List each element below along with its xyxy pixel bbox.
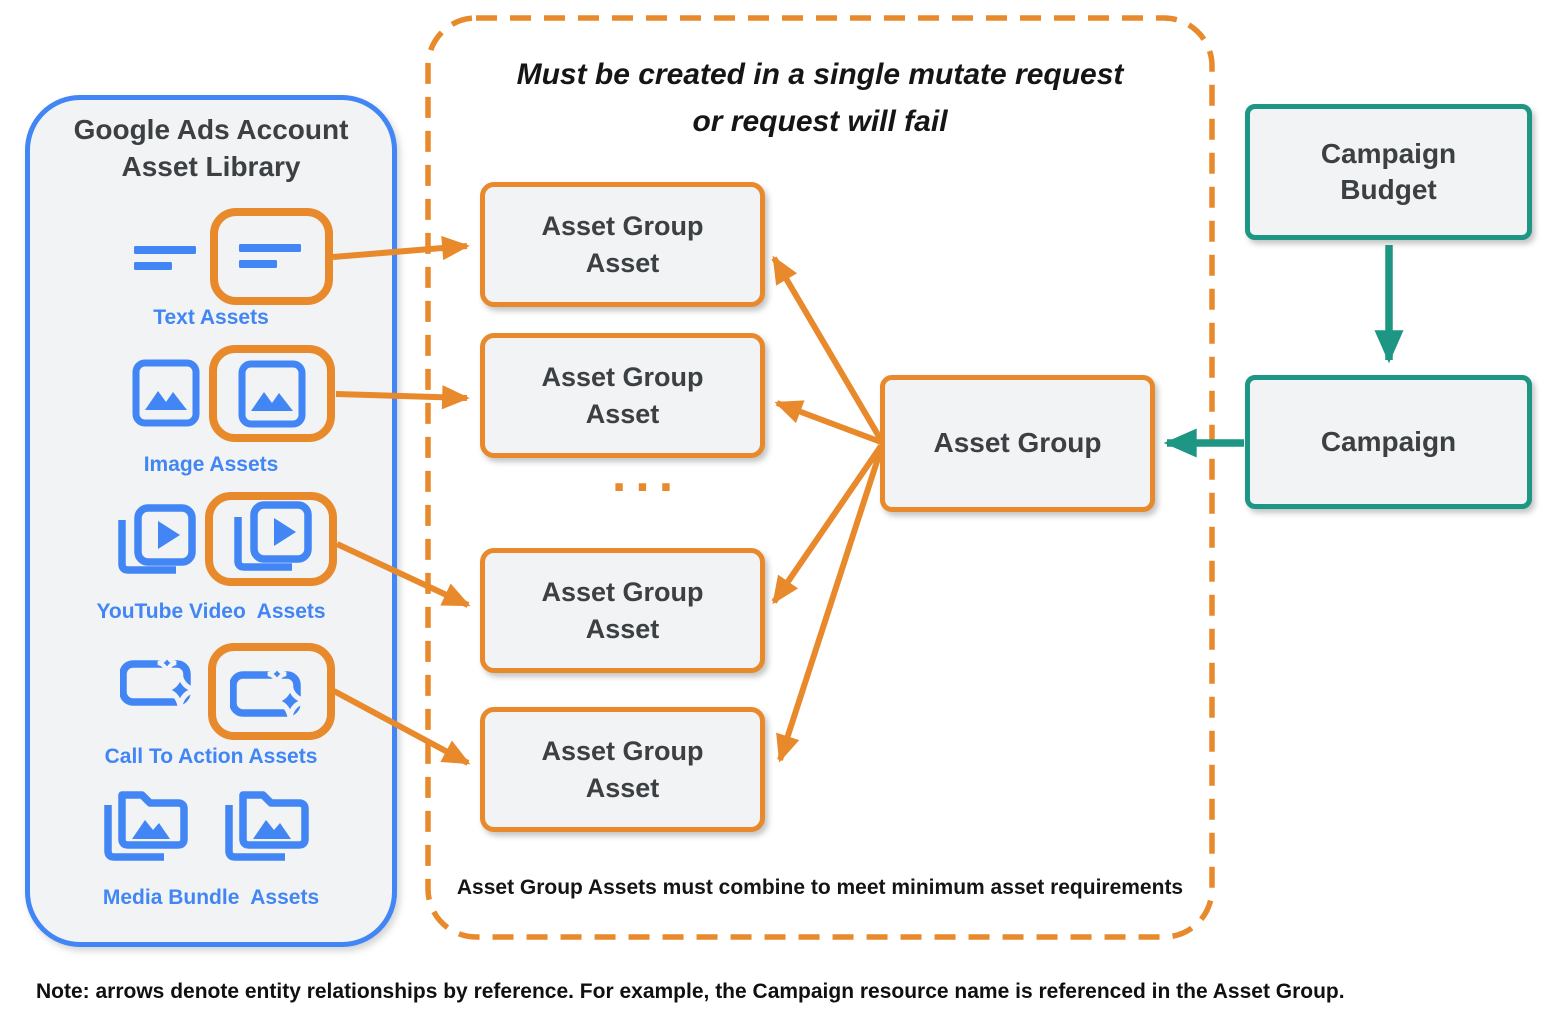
asset-library-title-line2: Asset Library: [121, 150, 301, 182]
media-bundle-assets-label: Media Bundle Assets: [102, 886, 320, 909]
image-icon: [238, 360, 306, 427]
asset-group-box: Asset Group: [880, 375, 1155, 512]
cta-assets-label: Call To Action Assets: [104, 745, 318, 768]
asset-group-asset-label: Asset Group Asset: [541, 736, 704, 803]
video-stack-icon: [118, 504, 196, 574]
campaign-budget-box: Campaign Budget: [1245, 104, 1532, 240]
image-icon: [132, 359, 200, 427]
text-lines-icon: [238, 243, 301, 268]
youtube-assets-label: YouTube Video Assets: [96, 600, 326, 623]
text-assets-label: Text Assets: [153, 306, 269, 329]
asset-group-asset-label: Asset Group Asset: [541, 211, 704, 278]
asset-group-asset-label: Asset Group Asset: [541, 362, 704, 429]
image-assets-label: Image Assets: [143, 453, 279, 476]
text-assets-highlight-box: [210, 208, 333, 305]
video-stack-icon: [234, 501, 312, 571]
mutate-panel-title-line2: or request will fail: [692, 104, 948, 138]
asset-library-title: Google Ads Account Asset Library: [25, 112, 397, 186]
asset-library-title-line1: Google Ads Account: [73, 114, 349, 145]
image-assets-highlight-box: [209, 345, 335, 442]
text-lines-icon: [134, 246, 196, 270]
asset-group-asset-box-3: Asset Group Asset: [480, 548, 765, 673]
cta-sparkle-icon: [229, 664, 307, 718]
youtube-assets-highlight-box: [205, 492, 337, 586]
campaign-box: Campaign: [1245, 375, 1532, 509]
cta-assets-highlight-box: [208, 643, 335, 740]
campaign-label: Campaign: [1320, 425, 1457, 457]
asset-group-asset-box-4: Asset Group Asset: [480, 707, 765, 832]
asset-group-asset-box-2: Asset Group Asset: [480, 333, 765, 458]
media-bundle-folder-icon: [225, 791, 309, 861]
mutate-panel-title-line1: Must be created in a single mutate reque…: [516, 58, 1124, 91]
media-bundle-folder-icon: [104, 791, 188, 861]
cta-sparkle-icon: [120, 653, 197, 707]
more-assets-ellipsis: ...: [611, 445, 683, 503]
mutate-panel-title: Must be created in a single mutate reque…: [425, 52, 1215, 145]
asset-group-asset-box-1: Asset Group Asset: [480, 182, 765, 307]
asset-group-label: Asset Group: [933, 427, 1102, 459]
campaign-budget-label: Campaign Budget: [1320, 137, 1457, 205]
reference-note: Note: arrows denote entity relationships…: [36, 980, 1345, 1003]
asset-group-asset-label: Asset Group Asset: [541, 577, 704, 644]
asset-requirements-footnote: Asset Group Assets must combine to meet …: [456, 876, 1184, 899]
